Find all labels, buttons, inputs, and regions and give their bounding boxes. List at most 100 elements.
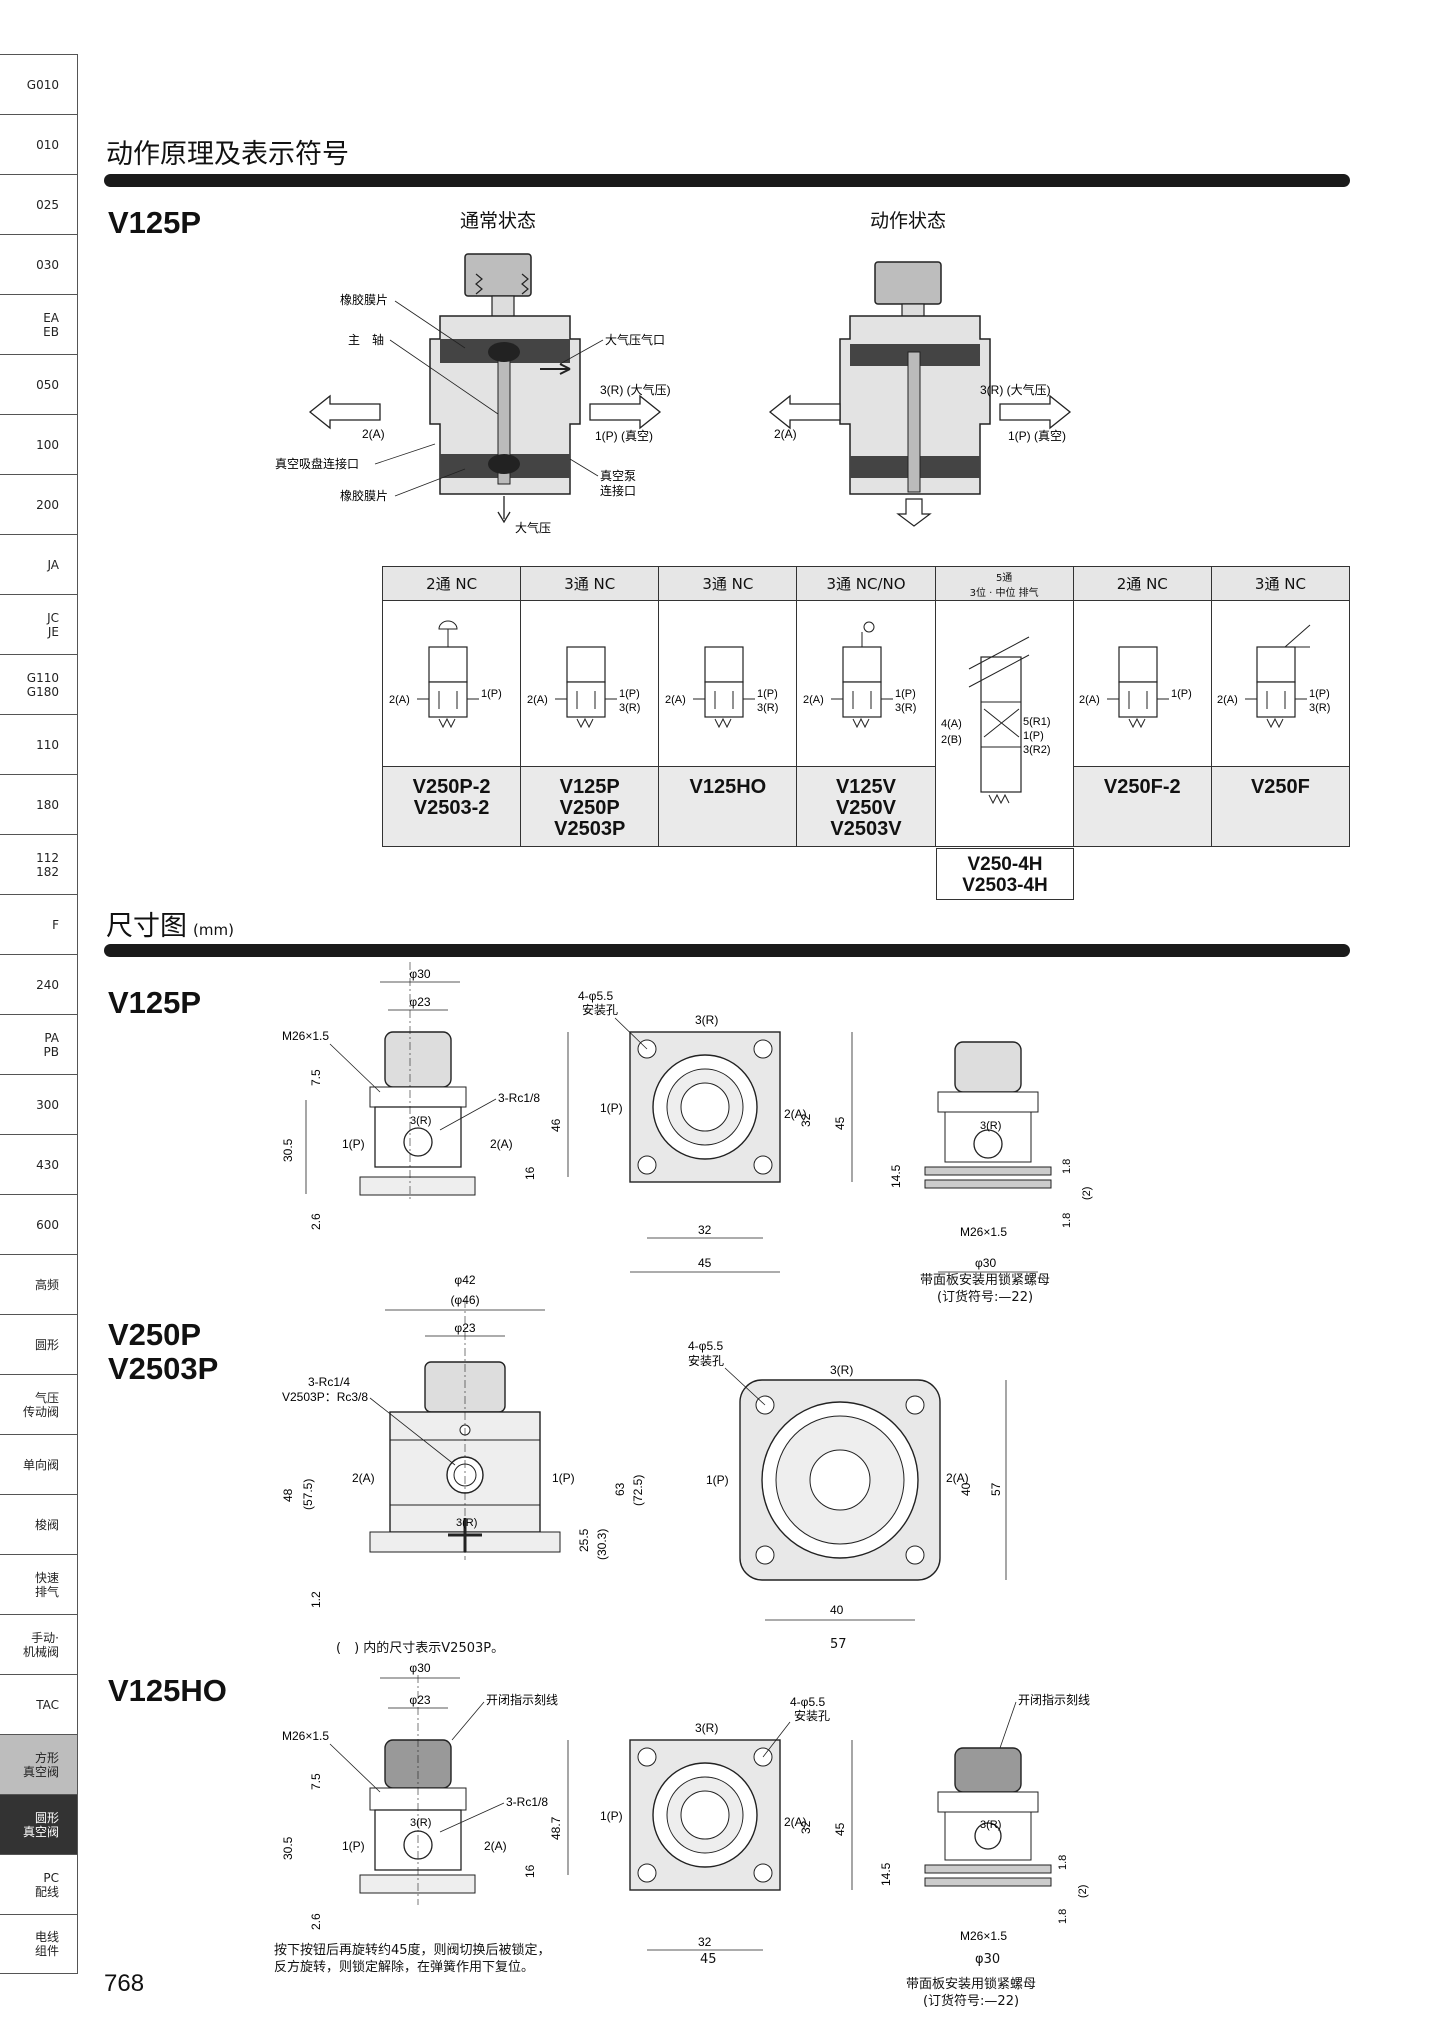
side-tab-20[interactable]: 高频 (0, 1254, 78, 1314)
svg-text:3(R): 3(R) (830, 1363, 853, 1377)
side-tab-12[interactable]: 180 (0, 774, 78, 834)
side-tab-3[interactable]: 030 (0, 234, 78, 294)
side-tab-21[interactable]: 圆形 (0, 1314, 78, 1374)
svg-text:3(R): 3(R) (619, 702, 640, 714)
svg-text:1(P): 1(P) (706, 1473, 729, 1487)
svg-text:1(P): 1(P) (757, 688, 778, 700)
symbol-cell-3: 2(A)1(P)3(R) (796, 600, 936, 767)
model-label-v250p: V250P V2503P (108, 1317, 219, 1386)
svg-text:3(R): 3(R) (695, 1013, 718, 1027)
svg-text:1(P): 1(P) (342, 1839, 365, 1853)
svg-text:3(R): 3(R) (695, 1721, 718, 1735)
side-tab-30[interactable]: PC 配线 (0, 1854, 78, 1914)
side-tab-31[interactable]: 电线 组件 (0, 1914, 78, 1974)
side-tab-1[interactable]: 010 (0, 114, 78, 174)
side-tab-28[interactable]: 方形 真空阀 (0, 1734, 78, 1794)
svg-text:1(P): 1(P) (895, 688, 916, 700)
symbol-header-2: 3通 NC (658, 566, 798, 601)
side-tab-26[interactable]: 手动· 机械阀 (0, 1614, 78, 1674)
svg-text:2(A): 2(A) (946, 1471, 969, 1485)
svg-text:32: 32 (698, 1935, 712, 1949)
v250p-d57-label: 57 (830, 1637, 847, 1652)
svg-text:3(R): 3(R) (410, 1115, 431, 1127)
side-tab-13[interactable]: 112 182 (0, 834, 78, 894)
side-tab-8[interactable]: JA (0, 534, 78, 594)
side-tab-5[interactable]: 050 (0, 354, 78, 414)
side-tab-22[interactable]: 气压 传动阀 (0, 1374, 78, 1434)
side-tab-9[interactable]: JC JE (0, 594, 78, 654)
side-tab-18[interactable]: 430 (0, 1134, 78, 1194)
model-label-v125p-dim: V125P (108, 985, 202, 1020)
svg-text:2(A): 2(A) (389, 694, 410, 706)
svg-text:开闭指示刻线: 开闭指示刻线 (1018, 1692, 1090, 1707)
atm-label: 大气压 (515, 520, 551, 535)
v125p-side-view: φ30 φ23 M26×1.5 7.5 30.5 2.6 3-Rc1/8 3(R… (281, 962, 569, 1230)
section-title-text: 尺寸图 (106, 911, 187, 942)
svg-text:30.5: 30.5 (281, 1138, 295, 1162)
side-tab-6[interactable]: 100 (0, 414, 78, 474)
valve-symbol-five: 4(A)2(B)5(R1)1(P)3(R2) (941, 636, 1051, 804)
svg-text:1(P): 1(P) (342, 1137, 365, 1151)
model-label-v125ho: V125HO (108, 1673, 227, 1708)
side-tab-11[interactable]: 110 (0, 714, 78, 774)
svg-text:7.5: 7.5 (309, 1069, 323, 1086)
symbol-model-5: V250F-2 (1072, 766, 1212, 847)
side-tab-15[interactable]: 240 (0, 954, 78, 1014)
svg-text:16: 16 (523, 1864, 537, 1878)
side-tab-17[interactable]: 300 (0, 1074, 78, 1134)
side-tab-29[interactable]: 圆形 真空阀 (0, 1794, 78, 1854)
side-tab-0[interactable]: G010 (0, 54, 78, 114)
svg-text:2(A): 2(A) (784, 1107, 807, 1121)
side-tab-10[interactable]: G110 G180 (0, 654, 78, 714)
svg-text:16: 16 (523, 1166, 537, 1180)
side-tab-23[interactable]: 单向阀 (0, 1434, 78, 1494)
svg-text:4(A): 4(A) (941, 718, 962, 730)
side-tab-19[interactable]: 600 (0, 1194, 78, 1254)
side-tab-25[interactable]: 快速 排气 (0, 1554, 78, 1614)
symbol-model-1: V125P V250P V2503P (520, 766, 660, 847)
svg-text:M26×1.5: M26×1.5 (282, 1729, 329, 1743)
v125ho-d45-label: 45 (700, 1952, 717, 1967)
svg-text:φ23: φ23 (409, 1693, 430, 1707)
side-tab-16[interactable]: PA PB (0, 1014, 78, 1074)
side-tab-4[interactable]: EA EB (0, 294, 78, 354)
section-rule (104, 174, 1350, 187)
svg-text:2(B): 2(B) (941, 734, 962, 746)
side-tab-2[interactable]: 025 (0, 174, 78, 234)
svg-text:46: 46 (549, 1118, 563, 1132)
section-unit: (mm) (193, 921, 234, 939)
svg-text:M26×1.5: M26×1.5 (960, 1929, 1007, 1943)
svg-text:2(A): 2(A) (527, 694, 548, 706)
svg-text:3-Rc1/8: 3-Rc1/8 (506, 1795, 548, 1809)
side-tab-7[interactable]: 200 (0, 474, 78, 534)
svg-text:3(R): 3(R) (895, 702, 916, 714)
svg-text:1(P): 1(P) (552, 1471, 575, 1485)
svg-text:2.6: 2.6 (309, 1213, 323, 1230)
main-shaft-label: 主 轴 (348, 332, 384, 347)
svg-text:φ23: φ23 (409, 995, 430, 1009)
symbol-cell-4: 4(A)2(B)5(R1)1(P)3(R2) (934, 600, 1074, 847)
svg-text:φ30: φ30 (975, 1256, 996, 1270)
section-title-dimensions: 尺寸图 (mm) (106, 904, 234, 943)
svg-text:M26×1.5: M26×1.5 (960, 1225, 1007, 1239)
svg-text:3-Rc1/8: 3-Rc1/8 (498, 1091, 540, 1105)
svg-text:2(A): 2(A) (1217, 694, 1238, 706)
v125ho-nut-note: 带面板安装用锁紧螺母 (订货符号:—22) (906, 1977, 1037, 2009)
symbol-model-2: V125HO (658, 766, 798, 847)
svg-text:φ30: φ30 (409, 1661, 430, 1675)
svg-text:(57.5): (57.5) (301, 1479, 315, 1510)
side-tab-27[interactable]: TAC (0, 1674, 78, 1734)
side-tab-24[interactable]: 梭阀 (0, 1494, 78, 1554)
side-tab-14[interactable]: F (0, 894, 78, 954)
svg-text:开闭指示刻线: 开闭指示刻线 (486, 1692, 558, 1707)
svg-text:63: 63 (613, 1482, 627, 1496)
v125ho-lock-note: 按下按钮后再旋转约45度，则阀切换后被锁定， 反方旋转，则锁定解除，在弹簧作用下… (274, 1943, 551, 1975)
svg-text:14.5: 14.5 (879, 1862, 893, 1886)
